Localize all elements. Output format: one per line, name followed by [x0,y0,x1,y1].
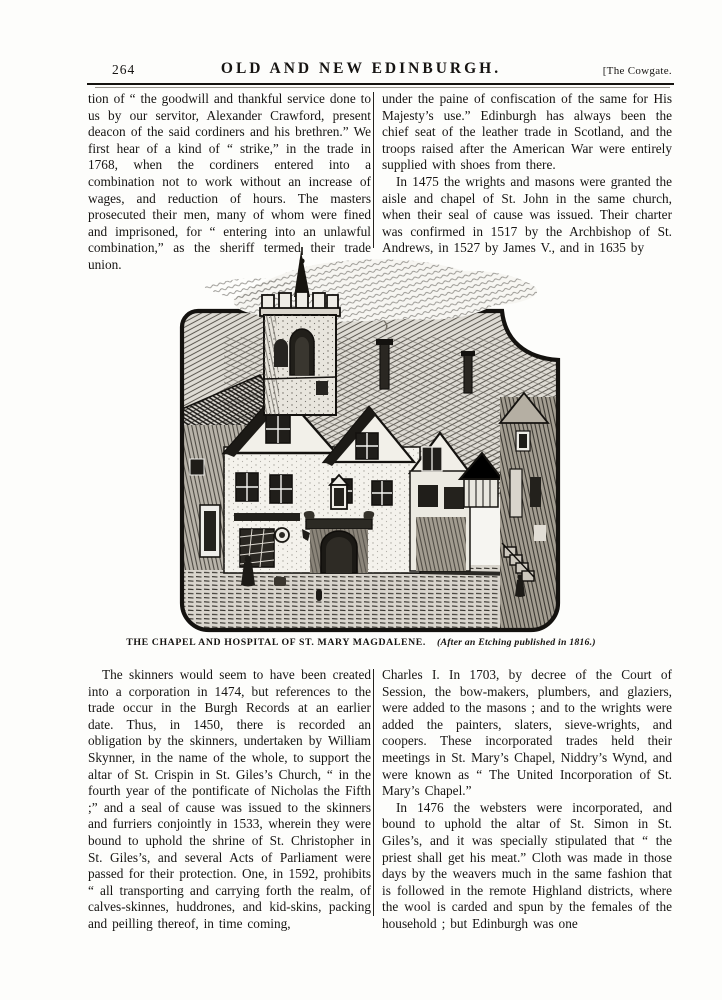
niche [327,473,351,510]
header-rule-shadow [95,87,670,88]
paragraph: In 1475 the wrights and masons were gran… [382,173,672,256]
paragraph: In 1476 the websters were incorporated, … [382,799,672,931]
chimneys [376,320,475,394]
street-figures [241,555,525,601]
top-left-column: tion of “ the goodwill and thankful serv… [88,91,371,274]
signboard [234,513,300,521]
paragraph: The skinners would seem to have been cre… [88,667,371,931]
bottom-left-column: The skinners would seem to have been cre… [88,667,371,933]
paragraph: tion of “ the goodwill and thankful serv… [88,91,371,272]
etching-scene [182,311,558,630]
right-tenement [498,391,558,630]
illustration-caption: THE CHAPEL AND HOSPITAL OF ST. MARY MAGD… [0,637,722,648]
arched-doorway [303,511,375,574]
paragraph: under the paine of confiscation of the s… [382,91,672,173]
top-right-column: under the paine of confiscation of the s… [382,91,672,257]
column-divider-top [373,92,374,248]
header-rule [87,83,674,85]
paragraph: Charles I. In 1703, by decree of the Cou… [382,667,672,799]
etching-illustration [179,247,561,633]
right-gabled-houses [407,431,505,572]
etching-frame [179,308,561,633]
column-divider-bottom [373,669,374,916]
page-number: 264 [112,62,136,77]
caption-title: THE CHAPEL AND HOSPITAL OF ST. MARY MAGD… [126,637,426,648]
running-title: OLD AND NEW EDINBURGH. [220,60,502,77]
section-marker: [The Cowgate. [602,65,672,77]
bottom-right-column: Charles I. In 1703, by decree of the Cou… [382,667,672,933]
church-tower [259,247,341,416]
lamp-bracket [302,529,310,541]
caption-note: (After an Etching published in 1816.) [437,637,596,648]
